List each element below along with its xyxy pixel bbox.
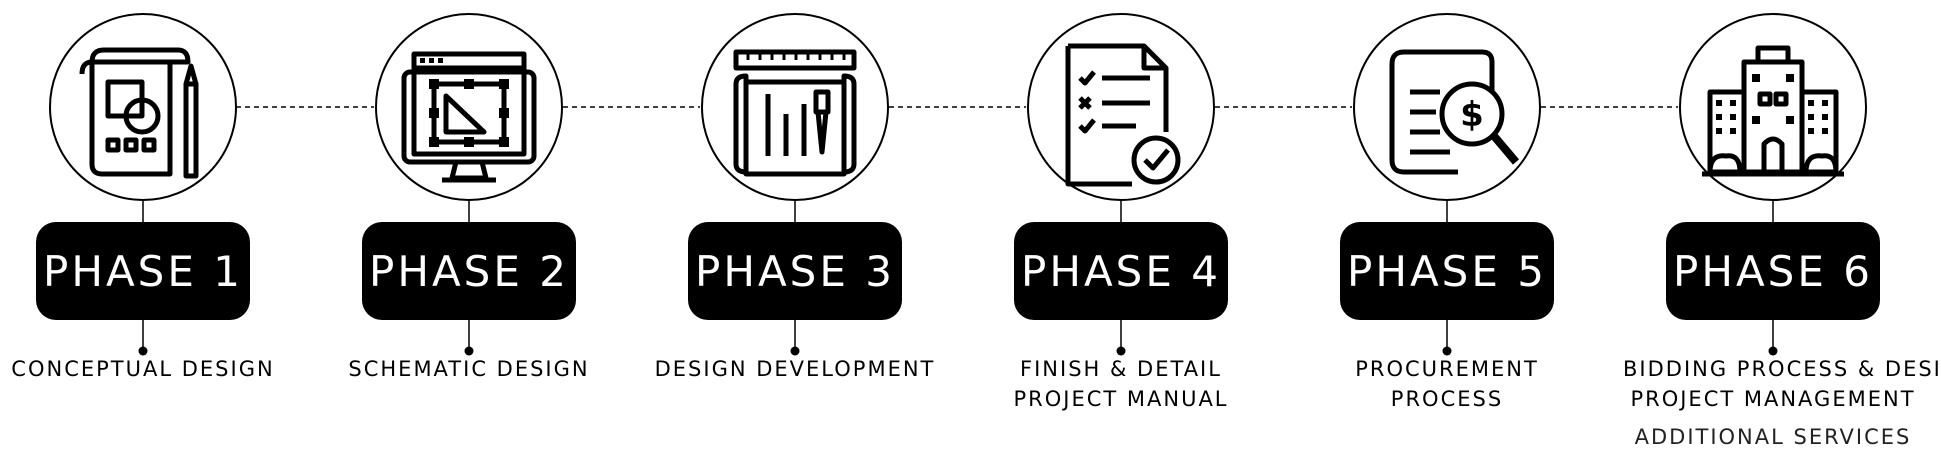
phase-1-badge: PHASE 1 (36, 222, 250, 320)
phase-3-description: DESIGN DEVELOPMENT (645, 354, 945, 384)
phase-6: PHASE 6 BIDDING PROCESS & DESIGN PROJECT… (1623, 0, 1941, 457)
phase-2-description-line: SCHEMATIC DESIGN (348, 357, 590, 381)
phase-4-badge: PHASE 4 (1014, 222, 1228, 320)
phase-5: $ PHASE 5 PROCUREMENT PROCESS (1297, 0, 1597, 457)
blueprint-drawing-icon (79, 47, 199, 179)
phase-1: PHASE 1 CONCEPTUAL DESIGN (0, 0, 293, 457)
architect-tools-icon (733, 49, 857, 177)
additional-services-note: ADDITIONAL SERVICES (1634, 425, 1912, 449)
phase-1-label: PHASE 1 (43, 246, 243, 296)
computer-design-icon (401, 51, 537, 183)
phase-6-description: BIDDING PROCESS & DESIGN PROJECT MANAGEM… (1623, 354, 1941, 452)
phase-4-label: PHASE 4 (1021, 246, 1221, 296)
phase-4-description-line: FINISH & DETAIL (1020, 357, 1222, 381)
phase-5-badge: PHASE 5 (1340, 222, 1554, 320)
phase-3-description-line: DESIGN DEVELOPMENT (654, 357, 936, 381)
phase-2-label: PHASE 2 (369, 246, 569, 296)
phase-6-badge: PHASE 6 (1666, 222, 1880, 320)
phase-4-description-line: PROJECT MANUAL (1013, 387, 1229, 411)
phase-5-description-line: PROCESS (1390, 387, 1504, 411)
phase-4-description: FINISH & DETAIL PROJECT MANUAL (971, 354, 1271, 414)
phase-4: PHASE 4 FINISH & DETAIL PROJECT MANUAL (971, 0, 1271, 457)
buildings-icon (1702, 45, 1844, 177)
phase-5-description: PROCUREMENT PROCESS (1297, 354, 1597, 414)
phase-2-badge: PHASE 2 (362, 222, 576, 320)
checklist-document-icon (1065, 43, 1181, 187)
phase-3-label: PHASE 3 (695, 246, 895, 296)
phase-6-description-line: BIDDING PROCESS & DESIGN (1623, 357, 1941, 381)
phase-3: PHASE 3 DESIGN DEVELOPMENT (645, 0, 945, 457)
svg-text:$: $ (1460, 95, 1484, 135)
phase-6-description-line: PROJECT MANAGEMENT (1630, 387, 1916, 411)
phase-5-description-line: PROCUREMENT (1355, 357, 1539, 381)
phase-1-description: CONCEPTUAL DESIGN (0, 354, 293, 384)
phase-5-label: PHASE 5 (1347, 246, 1547, 296)
phase-1-description-line: CONCEPTUAL DESIGN (11, 357, 275, 381)
phase-6-label: PHASE 6 (1673, 246, 1873, 296)
cost-search-icon: $ (1389, 49, 1520, 175)
phase-3-badge: PHASE 3 (688, 222, 902, 320)
phase-2: PHASE 2 SCHEMATIC DESIGN (319, 0, 619, 457)
phase-2-description: SCHEMATIC DESIGN (319, 354, 619, 384)
